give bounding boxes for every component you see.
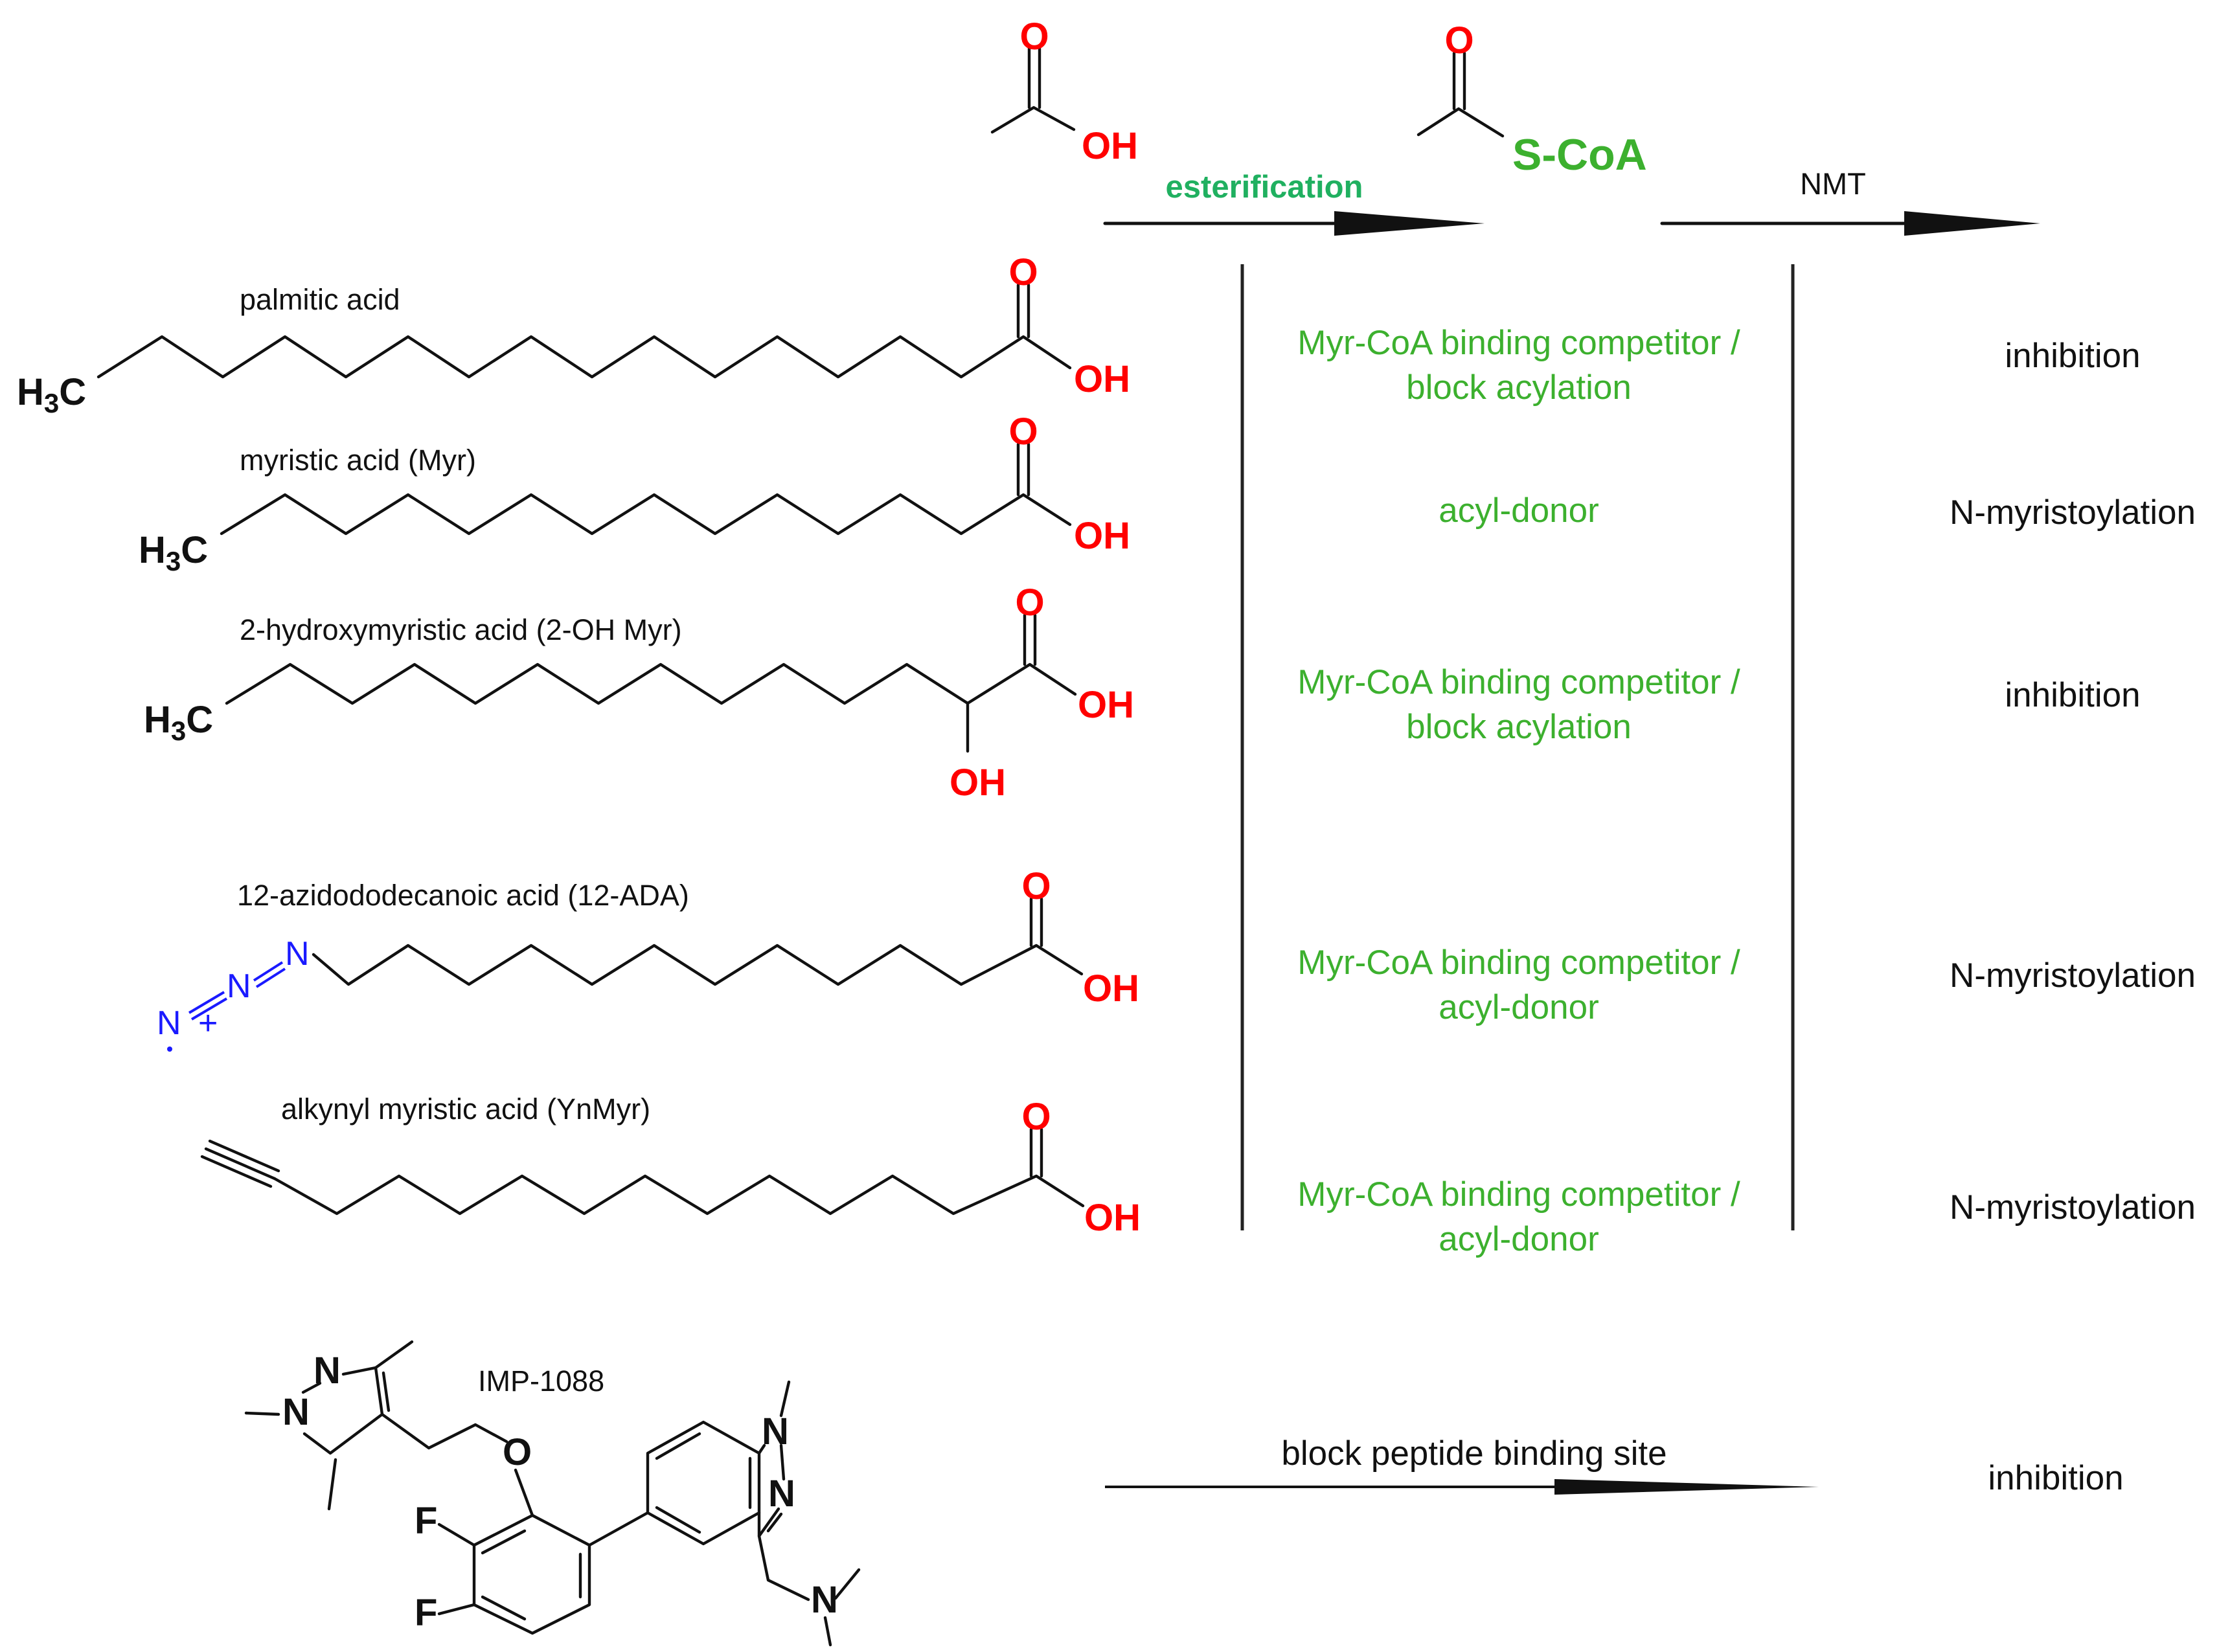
oxygen-label: O xyxy=(1019,16,1049,58)
hydroxyl-label: OH xyxy=(1083,967,1139,1010)
hydroxyl-label: OH xyxy=(950,762,1006,804)
outcome-label: N-myristoylation xyxy=(1950,1188,2196,1227)
oxygen-label: O xyxy=(1021,865,1051,907)
role-line: acyl-donor xyxy=(1439,988,1599,1026)
hydroxyl-label: OH xyxy=(1082,125,1138,167)
oxygen-label: O xyxy=(1008,251,1038,293)
oxygen-label: O xyxy=(1021,1096,1051,1138)
esterification-label: esterification xyxy=(1166,170,1363,205)
compound-row: myristic acid (Myr) H3C O OH acyl-donor … xyxy=(139,411,2196,576)
outcome-label: inhibition xyxy=(2005,337,2140,375)
oxygen-label: O xyxy=(1008,411,1038,453)
oxygen-label: O xyxy=(503,1431,532,1473)
fluorine-label: F xyxy=(415,1592,437,1634)
nitrogen-label: N xyxy=(285,935,310,973)
acyl-coa-structure: O S-CoA xyxy=(1417,19,1647,179)
outcome-label: N-myristoylation xyxy=(1950,956,2196,995)
inhibitor-name: IMP-1088 xyxy=(478,1364,604,1397)
hydroxyl-label: OH xyxy=(1084,1197,1141,1239)
compound-row: 2-hydroxymyristic acid (2-OH Myr) H3C OH… xyxy=(144,582,2141,804)
nitrogen-label: N xyxy=(768,1473,795,1515)
compound-name: myristic acid (Myr) xyxy=(240,444,476,477)
arrow-label: block peptide binding site xyxy=(1281,1434,1667,1473)
acetic-acid-structure: O OH xyxy=(990,16,1138,167)
compound-row: 12-azidododecanoic acid (12-ADA) N + N N… xyxy=(157,865,2196,1052)
nitrogen-label: N xyxy=(811,1579,838,1621)
outcome-label: inhibition xyxy=(2005,676,2140,714)
oxygen-label: O xyxy=(1015,582,1044,624)
nitrogen-label: N xyxy=(157,1004,181,1042)
fluorine-label: F xyxy=(415,1500,437,1542)
outcome-label: N-myristoylation xyxy=(1950,493,2196,532)
oxygen-label: O xyxy=(1444,19,1474,62)
esterification-arrow: esterification xyxy=(1103,170,1485,236)
outcome-label: inhibition xyxy=(1988,1459,2123,1497)
hydroxyl-label: OH xyxy=(1078,684,1134,726)
role-line: acyl-donor xyxy=(1439,492,1599,530)
nmt-label: NMT xyxy=(1800,166,1866,201)
role-line: Myr-CoA binding competitor / xyxy=(1297,663,1740,701)
methyl-label: H3C xyxy=(139,529,208,576)
methyl-label: H3C xyxy=(144,699,213,746)
nitrogen-label: N xyxy=(282,1391,310,1433)
imp-1088-structure: IMP-1088 N N O F F N N xyxy=(244,1340,861,1647)
lone-pair-dot xyxy=(167,1047,172,1052)
role-line: acyl-donor xyxy=(1439,1220,1599,1258)
coa-label: S-CoA xyxy=(1512,130,1647,179)
peptide-site-arrow: block peptide binding site inhibition xyxy=(1105,1434,2124,1497)
nitrogen-label: N xyxy=(762,1410,789,1453)
compound-name: palmitic acid xyxy=(240,283,400,316)
nitrogen-label: N xyxy=(227,967,251,1005)
role-line: Myr-CoA binding competitor / xyxy=(1297,324,1740,362)
role-line: block acylation xyxy=(1406,368,1632,407)
role-line: block acylation xyxy=(1406,708,1632,746)
role-line: Myr-CoA binding competitor / xyxy=(1297,944,1740,982)
compound-name: alkynyl myristic acid (YnMyr) xyxy=(281,1092,650,1126)
hydroxyl-label: OH xyxy=(1074,515,1130,557)
compound-name: 2-hydroxymyristic acid (2-OH Myr) xyxy=(240,613,682,646)
hydroxyl-label: OH xyxy=(1074,358,1130,400)
compound-row: palmitic acid H3C O OH Myr-CoA binding c… xyxy=(17,251,2141,418)
compound-row: alkynyl myristic acid (YnMyr) O OH Myr-C… xyxy=(200,1092,2196,1258)
role-line: Myr-CoA binding competitor / xyxy=(1297,1175,1740,1214)
nmt-arrow: NMT xyxy=(1660,166,2040,236)
compound-name: 12-azidododecanoic acid (12-ADA) xyxy=(237,879,689,912)
methyl-label: H3C xyxy=(17,371,86,418)
